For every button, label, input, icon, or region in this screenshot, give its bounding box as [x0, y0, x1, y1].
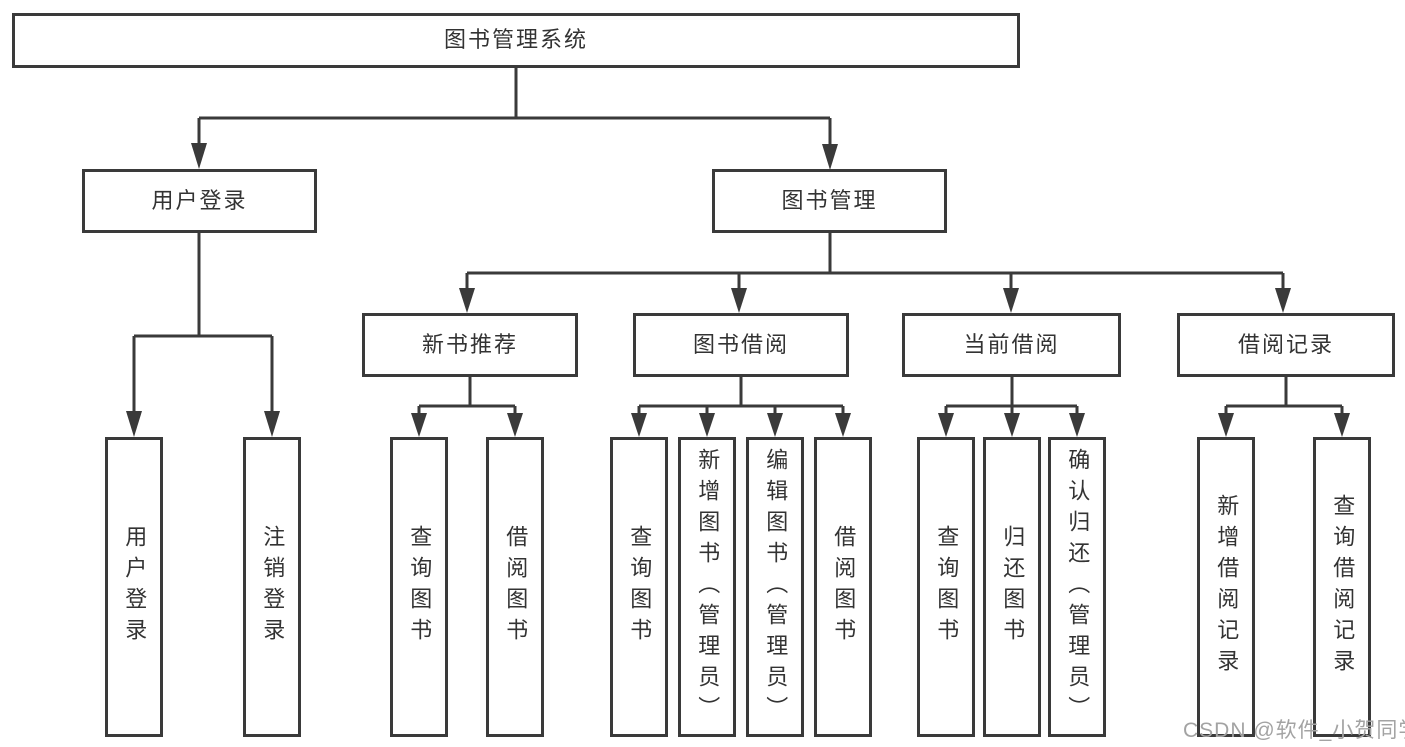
leaf-logout: 注销登录	[243, 437, 301, 737]
leaf-user-login: 用户登录	[105, 437, 163, 737]
leaf-query-borrow-record: 查询借阅记录	[1313, 437, 1371, 737]
node-library-system: 图书管理系统	[12, 13, 1020, 68]
leaf-query-books-borrow: 查询图书	[610, 437, 668, 737]
leaf-add-books-admin: 新增图书（管理员）	[678, 437, 736, 737]
node-current-borrow: 当前借阅	[902, 313, 1121, 377]
leaf-query-books-recommend: 查询图书	[390, 437, 448, 737]
node-new-book-recommend: 新书推荐	[362, 313, 578, 377]
node-book-management: 图书管理	[712, 169, 947, 233]
leaf-query-books-current: 查询图书	[917, 437, 975, 737]
node-borrow-records: 借阅记录	[1177, 313, 1395, 377]
leaf-edit-books-admin: 编辑图书（管理员）	[746, 437, 804, 737]
leaf-add-borrow-record: 新增借阅记录	[1197, 437, 1255, 737]
csdn-watermark: CSDN @软件_小贺同学	[1183, 719, 1405, 742]
leaf-borrow-books-recommend: 借阅图书	[486, 437, 544, 737]
leaf-confirm-return-admin: 确认归还（管理员）	[1048, 437, 1106, 737]
node-book-borrow: 图书借阅	[633, 313, 849, 377]
leaf-return-books: 归还图书	[983, 437, 1041, 737]
node-user-login: 用户登录	[82, 169, 317, 233]
leaf-borrow-books: 借阅图书	[814, 437, 872, 737]
